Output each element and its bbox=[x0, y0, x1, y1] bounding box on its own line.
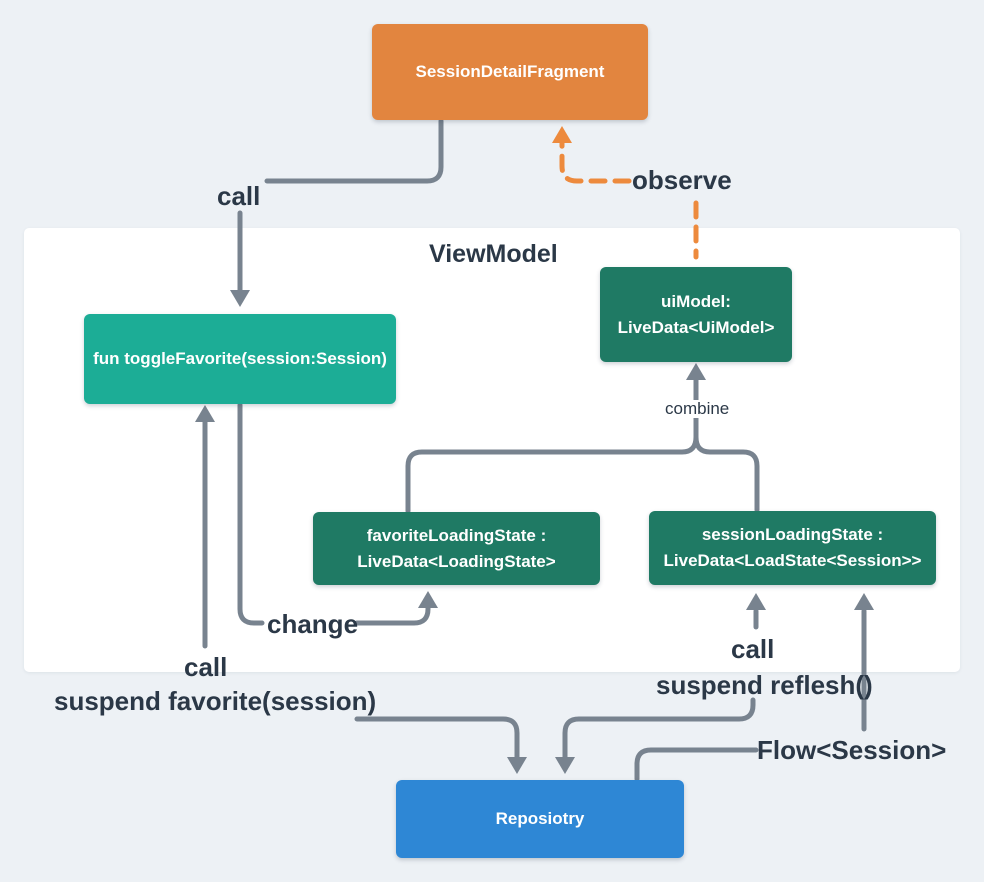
viewmodel-title: ViewModel bbox=[429, 240, 558, 268]
node-label: fun toggleFavorite(session:Session) bbox=[93, 349, 387, 368]
node-repository: Reposiotry bbox=[396, 780, 684, 858]
arrowhead-combine bbox=[686, 363, 706, 380]
node-session-loading-state: sessionLoadingState : LiveData<LoadState… bbox=[649, 511, 936, 585]
node-toggle-favorite: fun toggleFavorite(session:Session) bbox=[84, 314, 396, 404]
edge-label-call-favorite: call bbox=[184, 652, 228, 682]
edge-label-combine: combine bbox=[662, 400, 733, 418]
edge-label-change: change bbox=[267, 609, 359, 639]
edge-label-call-refresh: call bbox=[731, 634, 775, 664]
node-label-line2: LiveData<LoadingState> bbox=[357, 551, 556, 571]
edge-label-suspend-reflesh: suspend reflesh() bbox=[656, 670, 873, 700]
node-label-line1: favoriteLoadingState : bbox=[366, 525, 547, 545]
edge-label-observe: observe bbox=[632, 165, 732, 195]
edge-suspend-reflesh bbox=[562, 697, 756, 761]
node-session-detail-fragment: SessionDetailFragment bbox=[372, 24, 648, 120]
edge-flow-horizontal bbox=[634, 747, 759, 782]
node-label-line2: LiveData<UiModel> bbox=[617, 317, 775, 337]
node-label-line1: uiModel: bbox=[661, 291, 731, 311]
node-label: SessionDetailFragment bbox=[415, 62, 605, 81]
edge-combine-left-branch bbox=[405, 434, 699, 514]
node-label-line2: LiveData<LoadState<Session>> bbox=[663, 551, 922, 570]
arrowhead-suspend-reflesh bbox=[555, 757, 575, 774]
edge-label-flow-session: Flow<Session> bbox=[757, 735, 947, 765]
arrowhead-observe bbox=[552, 126, 572, 143]
node-ui-model: uiModel: LiveData<UiModel> bbox=[600, 267, 792, 362]
arrowhead-call-up-left bbox=[195, 405, 215, 422]
arrowhead-suspend-favorite bbox=[507, 757, 527, 774]
arrowhead-call-down bbox=[230, 290, 250, 307]
node-label: Reposiotry bbox=[495, 809, 585, 828]
edge-fragment-to-call bbox=[264, 118, 444, 184]
edge-suspend-favorite bbox=[354, 716, 520, 761]
edge-combine-right-branch bbox=[693, 434, 760, 513]
edge-change-right bbox=[354, 603, 431, 626]
edge-label-call-fragment: call bbox=[217, 181, 261, 211]
arrowhead-change bbox=[418, 591, 438, 608]
edge-label-suspend-favorite: suspend favorite(session) bbox=[54, 686, 377, 716]
node-favorite-loading-state: favoriteLoadingState : LiveData<LoadingS… bbox=[313, 512, 600, 585]
edge-observe-dashed bbox=[559, 138, 632, 184]
node-label-line1: sessionLoadingState : bbox=[701, 525, 884, 544]
edge-change-left bbox=[237, 402, 265, 626]
arrowhead-flow bbox=[854, 593, 874, 610]
arrowhead-call-up-right bbox=[746, 593, 766, 610]
